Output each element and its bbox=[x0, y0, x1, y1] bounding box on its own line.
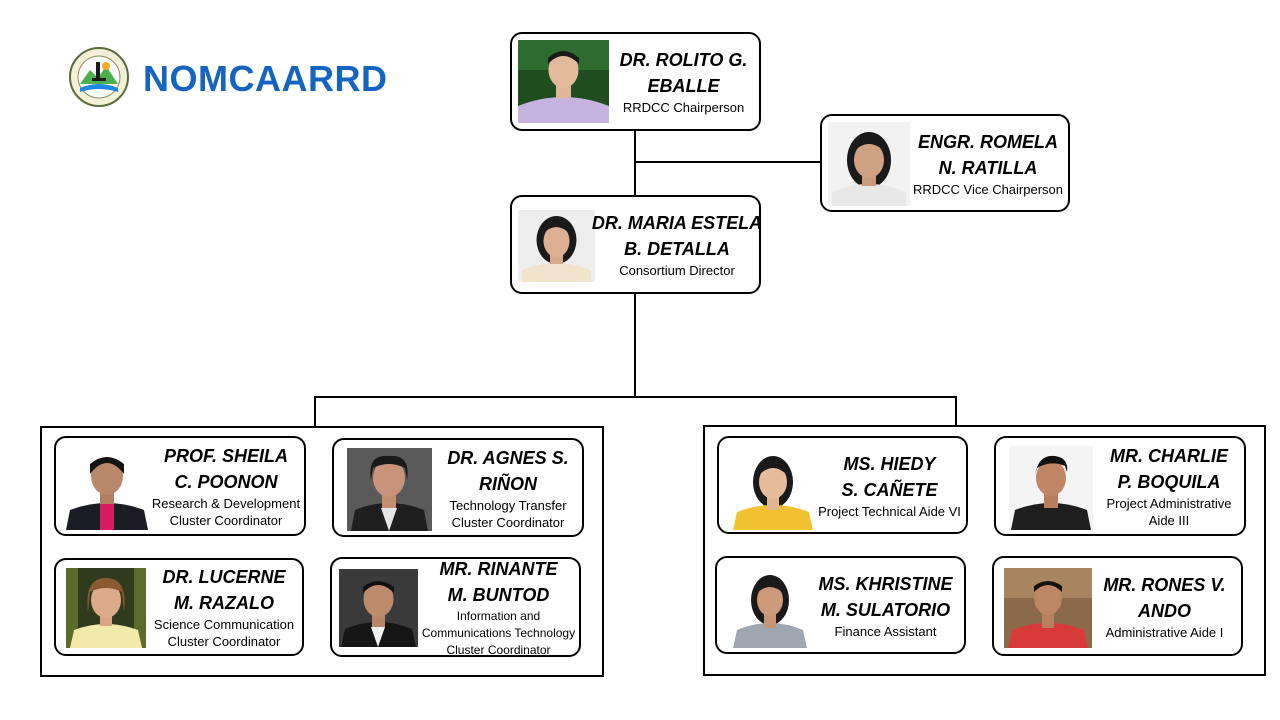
card-rinon: DR. AGNES S. RIÑON Technology Transfer C… bbox=[332, 438, 584, 537]
role-line-1: Project Administrative bbox=[1106, 496, 1232, 511]
photo-poonon bbox=[64, 446, 150, 530]
name-line-1: MR. RINANTE bbox=[439, 558, 558, 579]
name-line-1: MR. RONES V. bbox=[1103, 574, 1226, 595]
card-poonon: PROF. SHEILA C. POONON Research & Develo… bbox=[54, 436, 306, 536]
photo-boquila bbox=[1009, 446, 1093, 530]
photo-detalla bbox=[518, 210, 595, 282]
card-razalo: DR. LUCERNE M. RAZALO Science Communicat… bbox=[54, 558, 304, 656]
photo-ando bbox=[1004, 568, 1092, 648]
connector-left-drop bbox=[314, 396, 316, 428]
card-ando: MR. RONES V. ANDO Administrative Aide I bbox=[992, 556, 1243, 656]
role-line-1: Consortium Director bbox=[619, 263, 735, 278]
connector-director-vertical bbox=[634, 293, 636, 397]
name-line-2: P. BOQUILA bbox=[1117, 472, 1221, 492]
role-line-1: Information and bbox=[456, 608, 541, 623]
card-detalla: DR. MARIA ESTELA B. DETALLA Consortium D… bbox=[510, 195, 761, 294]
role-line-1: Project Technical Aide VI bbox=[818, 503, 961, 519]
name-line-2: B. DETALLA bbox=[624, 239, 730, 259]
photo-ratilla bbox=[828, 122, 910, 206]
name-line-1: ENGR. ROMELA bbox=[917, 131, 1058, 152]
name-line-1: DR. ROLITO G. bbox=[619, 50, 748, 70]
role-line-2: Aide III bbox=[1148, 513, 1190, 528]
name-line-2: ANDO bbox=[1138, 600, 1191, 621]
name-line-2: C. POONON bbox=[174, 472, 278, 492]
role-line-1: Technology Transfer bbox=[449, 497, 567, 513]
name-line-1: DR. LUCERNE bbox=[162, 567, 286, 587]
photo-sulatorio bbox=[731, 568, 809, 648]
role-line-2: Cluster Coordinator bbox=[167, 634, 281, 649]
role-line-2: Cluster Coordinator bbox=[451, 514, 565, 530]
name-line-1: MS. KHRISTINE bbox=[818, 573, 953, 594]
name-line-1: MR. CHARLIE bbox=[1110, 446, 1228, 466]
card-buntod: MR. RINANTE M. BUNTOD Information and Co… bbox=[330, 557, 581, 657]
name-line-1: MS. HIEDY bbox=[843, 453, 936, 474]
connector-top-vertical bbox=[634, 130, 636, 197]
card-sulatorio: MS. KHRISTINE M. SULATORIO Finance Assis… bbox=[715, 556, 966, 654]
connector-right-drop bbox=[955, 396, 957, 427]
role-line-1: Administrative Aide I bbox=[1105, 624, 1224, 640]
role-line-2: Communications Technology bbox=[421, 625, 576, 640]
name-line-2: S. CAÑETE bbox=[841, 479, 938, 500]
name-line-2: M. RAZALO bbox=[174, 593, 274, 613]
role-line-2: Cluster Coordinator bbox=[169, 513, 283, 528]
card-eballe: DR. ROLITO G. EBALLE RRDCC Chairperson bbox=[510, 32, 761, 131]
connector-vice-horizontal bbox=[634, 161, 822, 163]
name-line-2: EBALLE bbox=[647, 76, 720, 96]
photo-canete bbox=[731, 448, 815, 530]
nomcaarrd-seal-logo-icon bbox=[68, 46, 130, 108]
name-line-1: DR. MARIA ESTELA bbox=[591, 213, 761, 233]
name-line-2: N. RATILLA bbox=[938, 157, 1038, 178]
role-line-1: Finance Assistant bbox=[834, 623, 937, 639]
card-canete: MS. HIEDY S. CAÑETE Project Technical Ai… bbox=[717, 436, 968, 534]
role-line-3: Cluster Coordinator bbox=[446, 642, 551, 657]
name-line-2: M. BUNTOD bbox=[447, 584, 550, 605]
photo-buntod bbox=[339, 569, 418, 647]
brand-name: NOMCAARRD bbox=[143, 58, 388, 99]
role-line-1: Research & Development bbox=[151, 496, 301, 511]
role-line-1: RRDCC Chairperson bbox=[622, 100, 745, 115]
name-line-1: PROF. SHEILA bbox=[163, 446, 288, 466]
photo-rinon bbox=[347, 448, 432, 531]
name-line-2: RIÑON bbox=[479, 473, 537, 494]
role-line-1: RRDCC Vice Chairperson bbox=[912, 181, 1064, 197]
role-line-1: Science Communication bbox=[153, 617, 295, 632]
card-ratilla: ENGR. ROMELA N. RATILLA RRDCC Vice Chair… bbox=[820, 114, 1070, 212]
photo-eballe bbox=[518, 40, 609, 123]
connector-branch-horizontal bbox=[314, 396, 957, 398]
name-line-1: DR. AGNES S. bbox=[447, 447, 569, 468]
name-line-2: M. SULATORIO bbox=[820, 599, 951, 620]
photo-razalo bbox=[66, 568, 146, 648]
card-boquila: MR. CHARLIE P. BOQUILA Project Administr… bbox=[994, 436, 1246, 536]
